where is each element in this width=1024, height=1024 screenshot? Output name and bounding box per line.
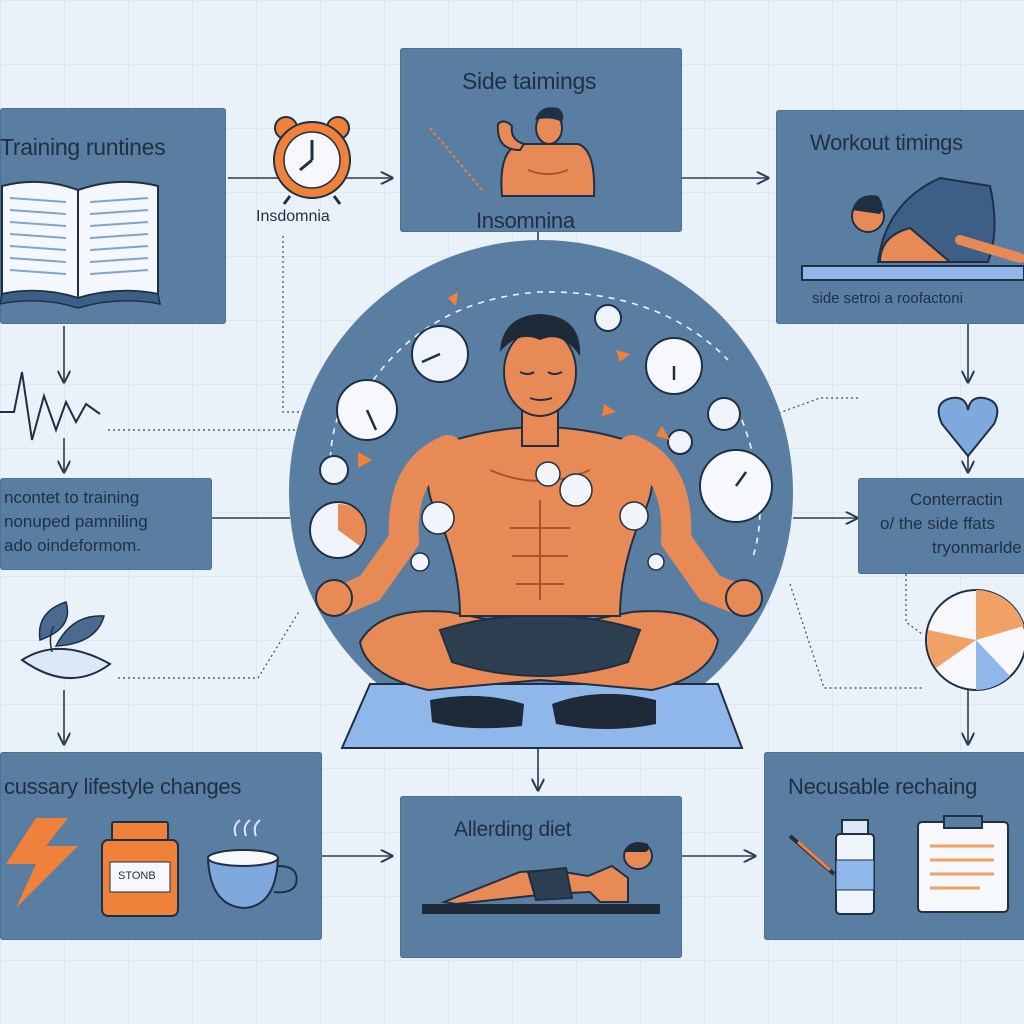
node-lifestyle-title: cussary lifestyle changes bbox=[4, 774, 242, 799]
node-context-line-2: nonuped pamniling bbox=[4, 512, 148, 531]
clock-label: Insdomnia bbox=[256, 208, 330, 225]
dotted-leaf-to-center bbox=[118, 609, 301, 679]
dotted-center-to-pie bbox=[789, 583, 922, 689]
node-side-timings-title: Side taimings bbox=[462, 68, 597, 94]
jar-label: STONB bbox=[118, 870, 156, 882]
node-diet-title: Allerding diet bbox=[454, 818, 572, 841]
dotted-clock-to-center bbox=[282, 236, 318, 413]
node-contractions-line-2: o/ the side ffats bbox=[880, 514, 995, 533]
node-context-line-3: ado oindeformom. bbox=[4, 536, 142, 555]
node-contractions bbox=[858, 478, 1024, 574]
node-side-timings-subtitle: Insomnina bbox=[476, 208, 575, 233]
node-workout-timings-subtitle: side setroi a roofactoni bbox=[812, 290, 963, 307]
node-contractions-line-3: tryonmarlde bbox=[932, 538, 1022, 557]
node-recharging-title: Necusable rechaing bbox=[788, 774, 978, 799]
node-contractions-line-1: Conterractin bbox=[910, 490, 1003, 509]
node-context bbox=[0, 478, 212, 570]
dotted-center-to-heart bbox=[759, 397, 858, 421]
dotted-contractions-to-pie bbox=[905, 574, 923, 635]
node-workout-timings-title: Workout timings bbox=[810, 130, 963, 155]
node-training-routines-title: Training runtines bbox=[0, 134, 166, 160]
node-context-line-1: ncontet to training bbox=[4, 488, 140, 507]
